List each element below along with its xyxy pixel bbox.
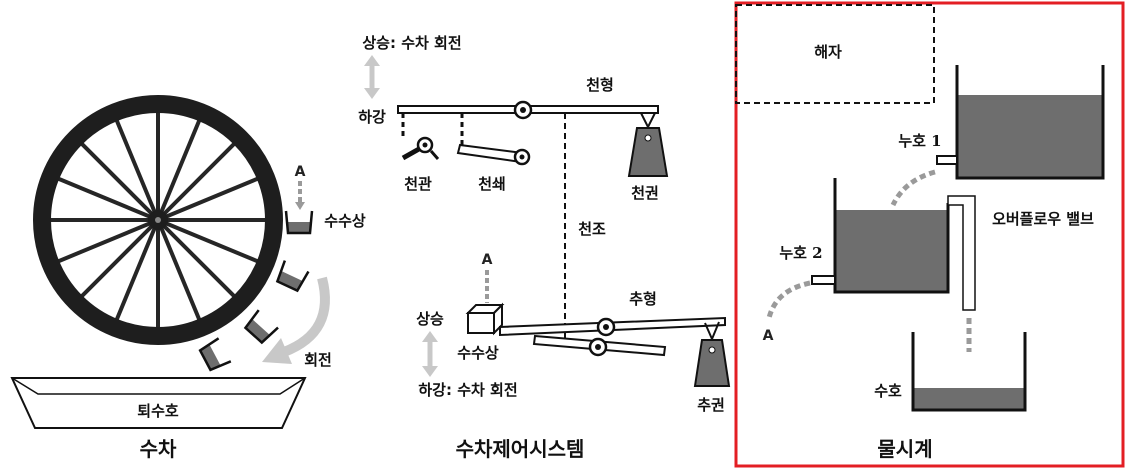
control-system-caption: 수차제어시스템 bbox=[456, 437, 585, 461]
lower-weight-eye bbox=[708, 346, 716, 354]
control-input-label: A bbox=[482, 252, 493, 268]
lower-link-pivot-center bbox=[595, 344, 601, 350]
wheel-spoke bbox=[55, 218, 159, 264]
top-arrow-down-head bbox=[364, 88, 380, 99]
trough-rim bbox=[11, 377, 306, 395]
bucket-outline bbox=[198, 337, 232, 372]
wheel-bucket bbox=[243, 309, 279, 345]
valve-label: 천관 bbox=[404, 175, 432, 193]
wheel-bucket bbox=[198, 337, 232, 372]
tank2-water bbox=[836, 210, 947, 291]
upper-weight-hook bbox=[640, 112, 656, 130]
wheel-spoke bbox=[157, 176, 261, 222]
connecting-rod-label: 천조 bbox=[578, 220, 606, 238]
bottom-up-label: 상승 bbox=[416, 310, 444, 328]
reservoir-label: 해자 bbox=[814, 43, 842, 61]
wheel-rim bbox=[33, 95, 283, 345]
bottom-down-label: 하강: 수차 회전 bbox=[418, 381, 517, 399]
top-up-label: 상승: 수차 회전 bbox=[362, 34, 461, 52]
control-system-panel: 상승: 수차 회전 하강 천형 천관 천쇄 천권 천조 A bbox=[358, 34, 731, 461]
tank1-label: 누호 1 bbox=[898, 132, 941, 150]
wheel-spoke bbox=[78, 140, 160, 222]
water-clock-frame bbox=[734, 1, 1125, 468]
wheel-spoke bbox=[156, 218, 238, 300]
tank1-water bbox=[958, 95, 1102, 177]
bucket-outline bbox=[275, 260, 310, 293]
overflow-label: 오버플로우 밸브 bbox=[992, 210, 1094, 228]
reservoir-box bbox=[735, 4, 935, 104]
wheel-spokes bbox=[48, 110, 268, 330]
wheel-spoke bbox=[114, 219, 160, 323]
chain-pivot-center bbox=[519, 154, 525, 160]
bottom-arrow-down-head bbox=[422, 366, 438, 377]
receiving-box-label: 수수상 bbox=[457, 344, 499, 362]
tank2-walls bbox=[833, 178, 950, 294]
wheel-spoke bbox=[78, 218, 160, 300]
upper-beam-pivot-center bbox=[520, 107, 526, 113]
clock-output-label: A bbox=[763, 328, 774, 344]
wheel-spoke bbox=[157, 218, 261, 264]
lower-beam-pivot-center bbox=[603, 324, 609, 330]
tank1-walls bbox=[955, 65, 1105, 180]
water-clock-caption: 물시계 bbox=[877, 437, 932, 461]
lower-weight-label: 추권 bbox=[697, 396, 725, 414]
upper-beam-label: 천형 bbox=[586, 76, 614, 94]
valve-lever bbox=[401, 146, 421, 161]
wheel-bucket bbox=[275, 260, 310, 293]
bucket-water bbox=[200, 344, 221, 370]
wheel-bucket-label: 수수상 bbox=[324, 212, 366, 230]
receiver-water bbox=[914, 388, 1024, 409]
valve-wheel-center bbox=[422, 142, 428, 148]
tank2-spout bbox=[811, 275, 836, 285]
rotation-arrow bbox=[282, 276, 330, 357]
wheel-spoke bbox=[156, 117, 202, 221]
tank1-flow bbox=[890, 169, 936, 207]
bucket-outline bbox=[243, 309, 279, 345]
bucket-water bbox=[287, 222, 311, 233]
top-arrow-up-head bbox=[364, 55, 380, 66]
wheel-spoke bbox=[156, 140, 238, 222]
chain-label: 천쇄 bbox=[478, 175, 506, 193]
wheel-input-arrowhead bbox=[295, 202, 305, 210]
upper-weight-eye bbox=[644, 134, 652, 142]
tank2-label: 누호 2 bbox=[779, 244, 822, 262]
overflow-pipe bbox=[947, 195, 976, 311]
lower-beam-label: 추형 bbox=[629, 290, 657, 308]
rotation-label: 회전 bbox=[304, 351, 332, 369]
tank1-spout bbox=[936, 155, 958, 165]
rotation-arrowhead bbox=[262, 338, 292, 364]
receiving-box-front bbox=[467, 312, 495, 334]
receiver-walls bbox=[911, 332, 1027, 412]
water-clock-panel: 해자 누호 1 누호 2 A 오버플로우 밸브 수호 물시계 bbox=[734, 1, 1125, 468]
upper-weight-label: 천권 bbox=[631, 184, 659, 202]
trough bbox=[10, 377, 307, 429]
tank2-flow bbox=[766, 280, 811, 319]
wheel-bucket-receiving bbox=[284, 210, 314, 235]
bucket-water bbox=[245, 319, 270, 343]
water-wheel-caption: 수차 bbox=[140, 437, 177, 461]
wheel-input-label: A bbox=[295, 164, 306, 180]
water-wheel-panel: A 수수상 회전 퇴수호 수차 bbox=[10, 95, 366, 461]
bucket-outline bbox=[284, 210, 314, 235]
lower-weight bbox=[693, 339, 731, 387]
upper-weight bbox=[627, 127, 669, 177]
wheel-spoke bbox=[114, 117, 160, 221]
wheel-hub-center bbox=[155, 217, 161, 223]
bottom-arrow-up-head bbox=[422, 331, 438, 342]
wheel-spoke bbox=[55, 176, 159, 222]
top-down-label: 하강 bbox=[358, 108, 386, 126]
trough-label: 퇴수호 bbox=[137, 402, 179, 420]
chain-bar bbox=[456, 143, 525, 164]
valve-handle bbox=[429, 150, 440, 160]
wheel-spoke bbox=[156, 219, 202, 323]
bucket-water bbox=[277, 271, 303, 291]
receiver-label: 수호 bbox=[874, 382, 902, 400]
